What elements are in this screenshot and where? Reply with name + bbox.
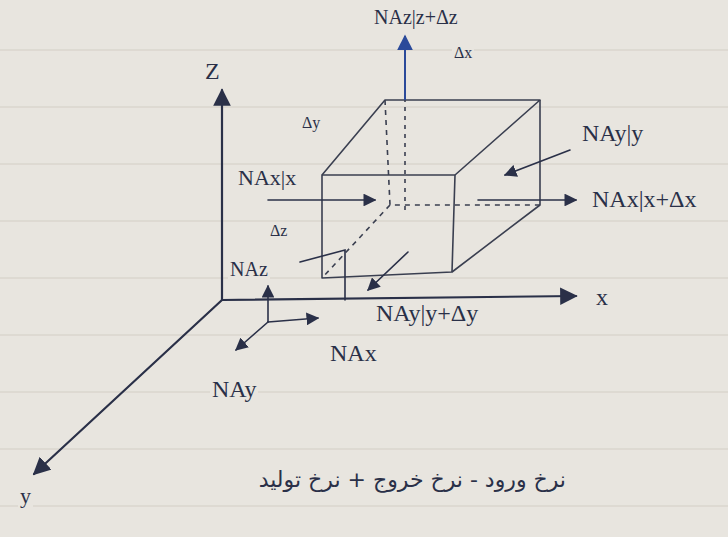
dimension-label: Δx <box>452 44 474 62</box>
flux-label: NAx|x <box>236 166 298 190</box>
flux-label: NAx <box>328 340 379 366</box>
axis-label: x <box>594 284 610 310</box>
flux-label: NAy|y <box>580 120 645 146</box>
axis-label: y <box>18 484 33 508</box>
flux-label: NAy|y+Δy <box>374 300 480 326</box>
flux-label: NAy <box>210 376 258 402</box>
flux-label: NAx|x+Δx <box>590 186 698 212</box>
flux-label: NAz <box>228 258 270 280</box>
axis-label: Z <box>203 58 222 84</box>
dimension-label: Δz <box>268 222 289 240</box>
dimension-label: Δy <box>300 114 322 132</box>
flux-label: NAz|z+Δz <box>372 6 460 28</box>
balance-note: نرخ ورود - نرخ خروج + نرخ تولید <box>257 468 568 492</box>
